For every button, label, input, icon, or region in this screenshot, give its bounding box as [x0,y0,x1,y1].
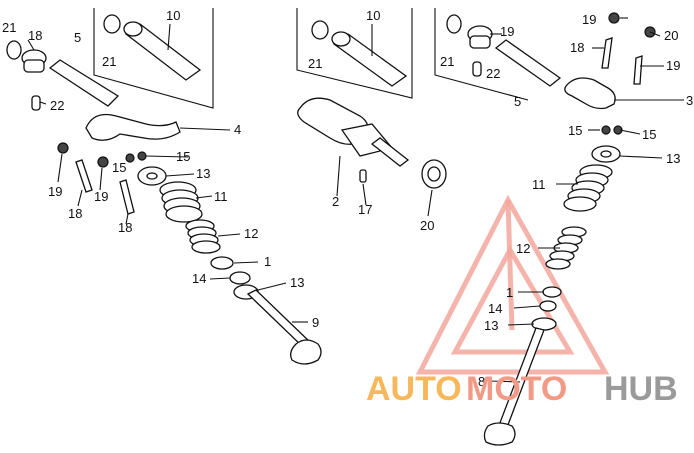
label-p15a: 15 [176,149,190,164]
label-p10a: 11 [214,189,228,204]
label-p10b: 11 [532,177,546,192]
label-p2: 2 [332,194,339,209]
tube-7 [103,14,202,81]
label-p16: 17 [358,202,372,217]
label-p17a: 18 [28,28,42,43]
label-p15c: 15 [568,123,582,138]
label-p5a: 5 [74,30,81,45]
label-p8: 8 [478,374,485,389]
label-p22a: 22 [50,98,64,113]
label-p5b: 5 [514,94,521,109]
left-assembly [6,40,322,365]
right-assembly [446,12,656,446]
label-p6: 10 [366,8,380,23]
label-p20: 20 [420,218,434,233]
label-p18a: 18 [68,206,82,221]
label-p18b: 18 [118,220,132,235]
watermark-logo [415,194,610,375]
label-p15d: 15 [642,127,656,142]
label-p9: 9 [312,315,319,330]
part-labels: 10 21 21 18 5 22 4 15 15 13 11 12 1 14 1… [2,8,693,389]
label-p11b: 12 [516,241,530,256]
label-p13a: 13 [290,275,304,290]
label-p21b: 21 [102,54,116,69]
label-p22b: 22 [486,66,500,81]
label-p21d: 21 [440,54,454,69]
label-p1b: 1 [506,285,513,300]
label-p19c: 19 [582,12,596,27]
frame-lines [93,8,529,109]
label-p14a: 14 [192,271,206,286]
camshaft-assembly [297,20,447,189]
label-p21c: 21 [308,56,322,71]
label-p14b: 14 [488,301,502,316]
label-p11a: 12 [244,226,258,241]
label-p17b: 19 [500,24,514,39]
label-p12b: 13 [666,151,680,166]
label-p21a: 21 [2,20,16,35]
label-p1a: 1 [264,254,271,269]
label-p15b: 15 [112,160,126,175]
oring-21a [6,40,22,60]
label-p19a: 19 [48,184,62,199]
watermark-hub: HUB [604,370,678,408]
label-p19b: 19 [94,189,108,204]
leader-lines [27,17,684,383]
label-p18c: 18 [570,40,584,55]
label-p12a: 13 [196,166,210,181]
label-p13b: 13 [484,318,498,333]
label-p4: 4 [234,122,241,137]
label-p19d: 20 [664,28,678,43]
label-p18d: 19 [666,58,680,73]
watermark-text: AUTO MOTO HUB [366,370,678,408]
watermark-moto: MOTO [466,370,567,408]
label-p3: 3 [686,93,693,108]
label-p7: 10 [166,8,180,23]
watermark-auto: AUTO [366,370,462,408]
